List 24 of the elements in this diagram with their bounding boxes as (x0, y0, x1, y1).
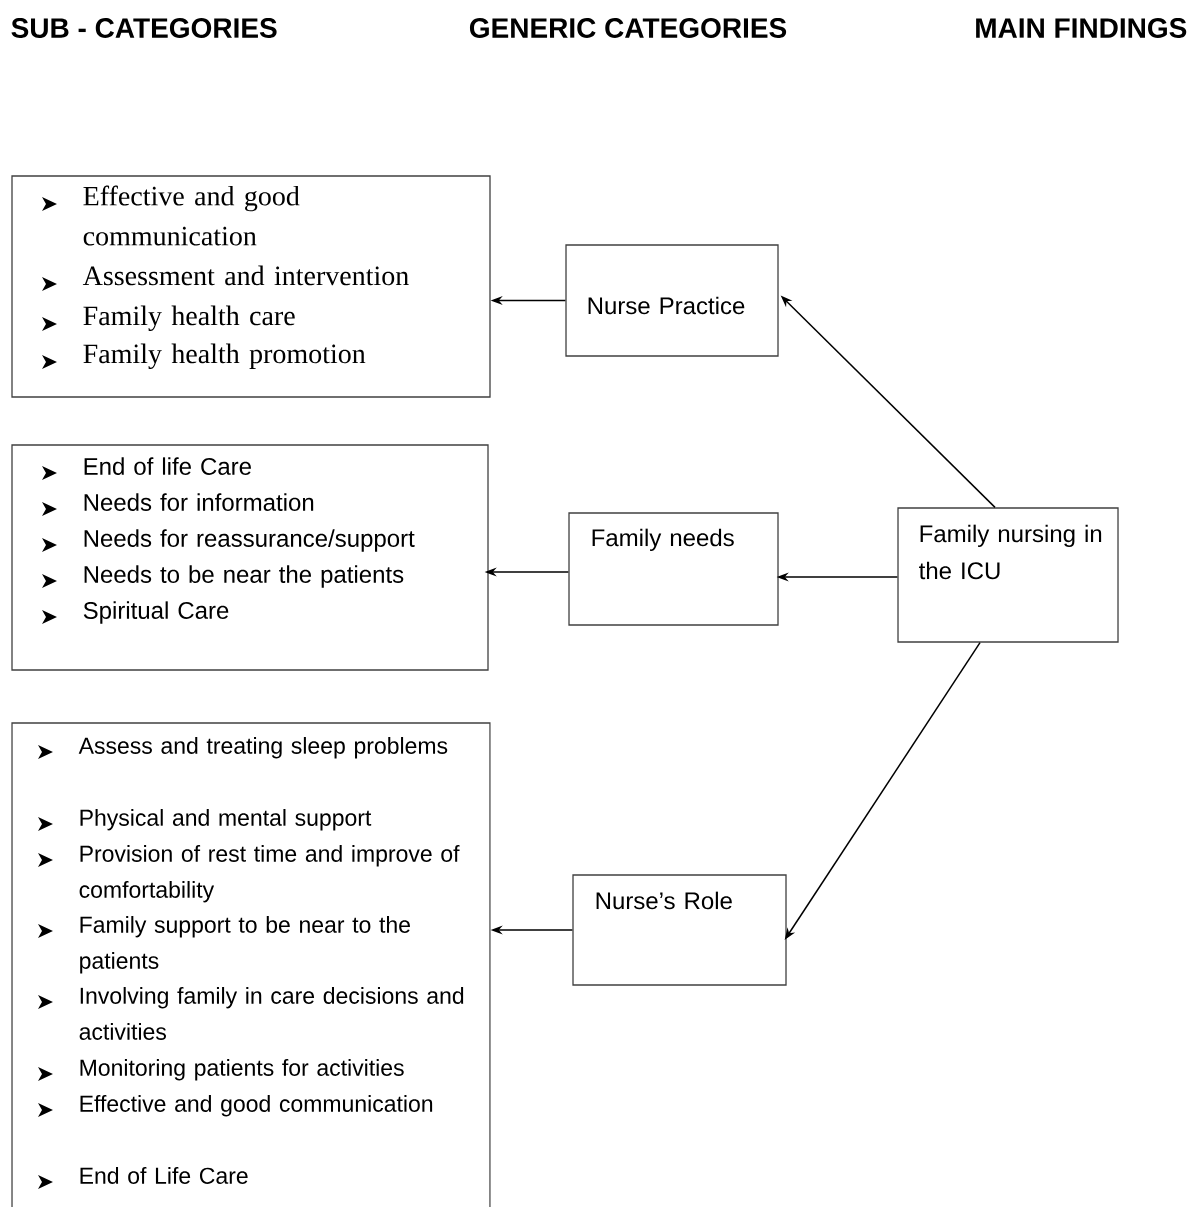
list-item: Assessment and intervention (82, 265, 409, 286)
list-item: Physical and mental support (80, 809, 372, 831)
column-heading: GENERIC CATEGORIES (469, 18, 787, 38)
process-box: Family nursing in the ICU (897, 507, 1119, 643)
list-item: Monitoring patients for activities (80, 1059, 404, 1081)
process-box: Family needs (568, 512, 779, 626)
column-heading: MAIN FINDINGS (976, 18, 1187, 38)
list-item: Family health promotion (83, 343, 366, 370)
list-item: Effective and good communication (80, 1095, 433, 1117)
list-item: Involving family in care decisions and activities (79, 987, 464, 1040)
process-box: Nurse Practice (565, 244, 779, 357)
list-item: Needs to be near the patients (84, 565, 404, 588)
list-item: Assess and treating sleep problems (78, 737, 448, 759)
list-item: Family support to be near to the patients (80, 916, 410, 974)
list-item: End of Life Care (80, 1167, 248, 1184)
list-item: Needs for reassurance/support (84, 529, 415, 552)
list-item: Effective and good communication (83, 185, 300, 246)
list-item: Provision of rest time and improve of comfortability (79, 845, 460, 903)
list-item: End of life Care (84, 457, 251, 475)
process-box: Nurse’s Role (572, 874, 787, 986)
column-heading: SUB - CATEGORIES (11, 18, 277, 38)
list-item: Family health care (83, 305, 295, 332)
list-item: Spiritual Care (83, 601, 229, 624)
list-item: Needs for information (84, 493, 314, 511)
